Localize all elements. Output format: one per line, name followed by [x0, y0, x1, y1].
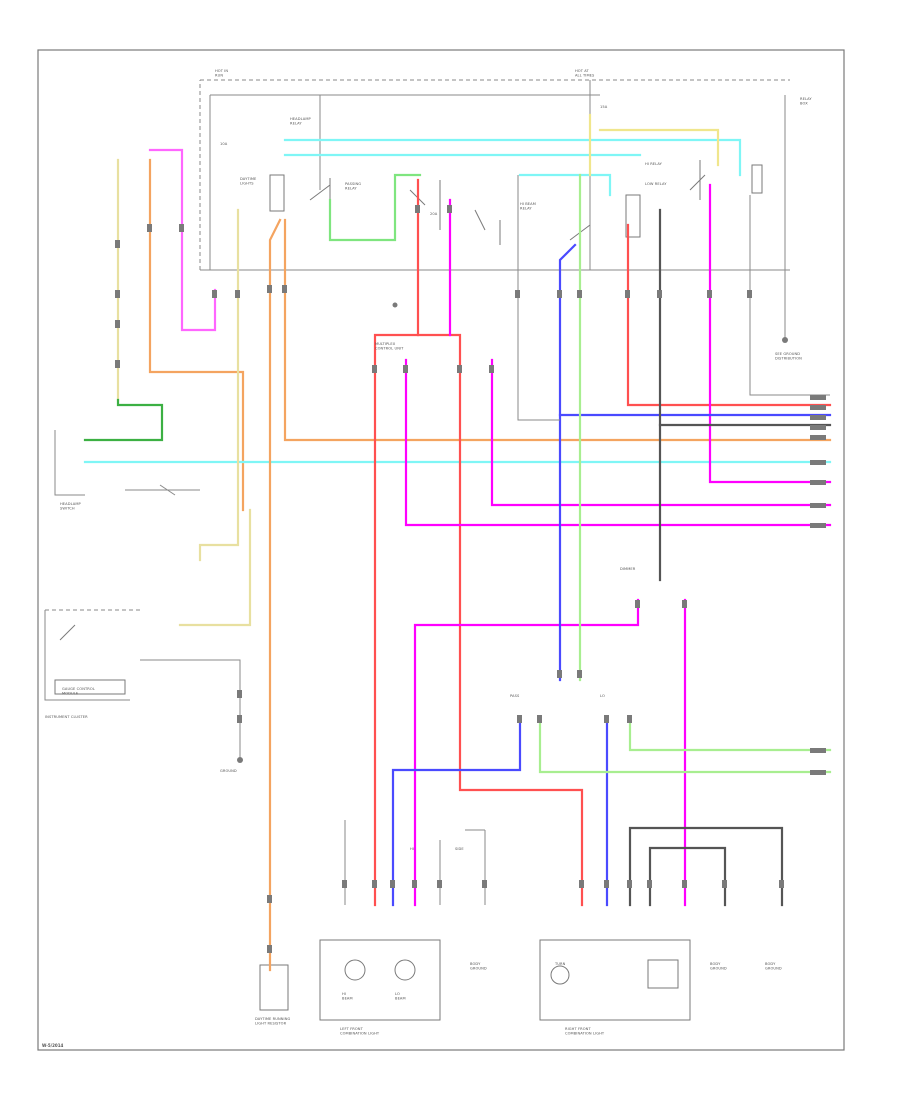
label-hi: HI [410, 847, 414, 851]
label-side: SIDE [455, 847, 464, 851]
label-fuse-15a: 15A [600, 105, 608, 109]
label-ground-left: GROUND [220, 769, 237, 773]
label-dimmer: DIMMER [620, 567, 636, 571]
power-bus [199, 79, 790, 271]
diagram-code: W-5/2014 [42, 1043, 63, 1048]
diagram-frame [37, 49, 845, 1051]
label-turn: TURN [554, 962, 566, 966]
label-instrument-cluster: INSTRUMENT CLUSTER [45, 715, 88, 719]
wire-green-left [83, 398, 164, 442]
label-pass: PASS [510, 694, 520, 698]
label-lo: LO [600, 694, 605, 698]
wire-orange-main [268, 218, 282, 972]
connectors [115, 205, 826, 953]
label-hi-relay: HI RELAY [645, 162, 663, 166]
label-fuse-20a: 20A [430, 212, 438, 216]
wire-pink-left [148, 148, 217, 332]
wire-orange-left [148, 158, 245, 512]
label-low-relay: LOW RELAY [645, 182, 667, 186]
wire-red [373, 178, 420, 907]
wire-blue [558, 243, 577, 682]
left-components [44, 430, 691, 1021]
label-fuse-10a: 10A [220, 142, 228, 146]
wires [83, 95, 832, 972]
